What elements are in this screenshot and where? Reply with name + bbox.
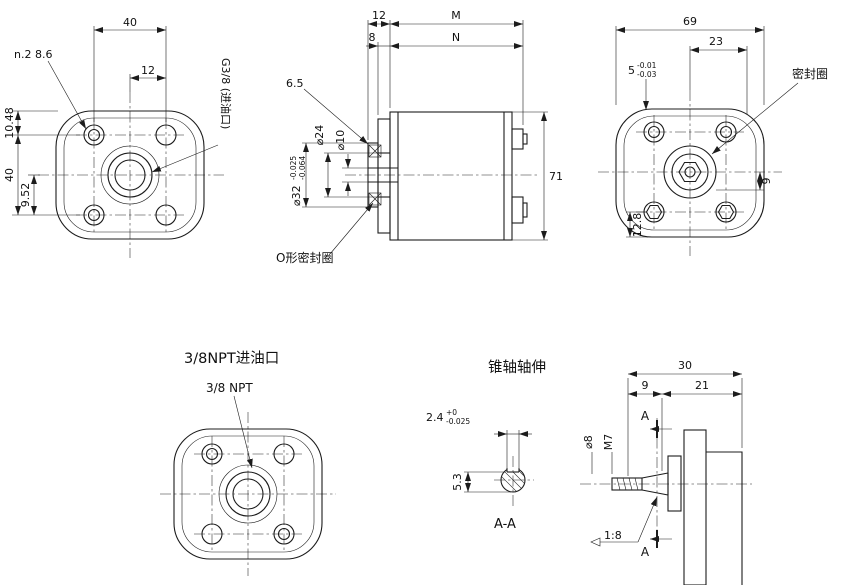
dim-6-5: 6.5 (286, 77, 304, 90)
seal-label: 密封圈 (792, 66, 828, 81)
dim-d32: ⌀32 (290, 185, 303, 206)
dim-5-tol-upper: -0.01 (637, 61, 657, 70)
hex-bolt-br (717, 204, 735, 220)
section-label: A-A (494, 517, 516, 532)
dim-9-52: 9.52 (19, 183, 32, 208)
front-plate (377, 118, 391, 234)
dim-d8: ⌀8 (582, 435, 595, 449)
dim-12-8: 12.8 (631, 213, 644, 238)
flange-outline (55, 110, 205, 240)
dim-9: 9 (642, 379, 649, 392)
rear-flange-outline (615, 108, 765, 238)
dim-5-3: 5.3 (451, 473, 464, 491)
dim-40-left: 40 (3, 168, 16, 182)
dim-5: 5 (628, 64, 635, 77)
rear-bore (663, 145, 717, 199)
mounting-plate (683, 429, 707, 585)
section-title: 锥轴轴伸 (488, 359, 546, 376)
dim-M: M (451, 9, 461, 22)
dim-m7: M7 (602, 434, 615, 451)
o-ring-seal (368, 144, 382, 206)
taper-ratio: 1:8 (604, 529, 622, 542)
dim-23: 23 (709, 35, 723, 48)
center-hex-plug (678, 161, 702, 183)
dim-d32-tol-upper: -0.025 (289, 156, 298, 180)
dim-d32-group: ⌀32 -0.025 -0.064 (289, 156, 307, 206)
dim-holes-label: n.2 8.6 (14, 48, 52, 61)
dim-12: 12 (141, 64, 155, 77)
section-arrow-a-top: A (641, 409, 650, 423)
side-section-view: 12 M 8 N 6.5 ⌀10 ⌀24 ⌀32 -0.025 -0.064 7… (276, 9, 563, 265)
bolt-hole-tr (155, 124, 177, 146)
taper-flag-icon (590, 537, 601, 547)
dim-9: 9 (760, 178, 773, 185)
dim-d32-tol-lower: -0.064 (298, 156, 307, 180)
npt-view-title: 3/8NPT进油口 (184, 350, 279, 367)
bolt-hole-br (155, 204, 177, 226)
dim-N: N (452, 31, 460, 44)
inlet-port-label: G3/8 (进油口) (219, 58, 233, 129)
dim-10-48: 10.48 (3, 107, 16, 139)
npt-port-label: 3/8 NPT (206, 381, 253, 395)
npt-flange-outline (173, 428, 323, 560)
dim-d24: ⌀24 (313, 125, 326, 146)
pump-body-edge (706, 451, 743, 585)
o-ring-label: O形密封圈 (276, 250, 333, 265)
npt-bore (225, 471, 271, 517)
rear-view: 69 23 5 -0.01 -0.03 密封圈 9 12.8 (598, 15, 828, 256)
shaft-hub (667, 455, 682, 512)
bolt-hole-tl (83, 124, 105, 146)
dim-8: 8 (369, 31, 376, 44)
dim-12: 12 (372, 9, 386, 22)
dim-d10: ⌀10 (334, 130, 347, 151)
dim-30: 30 (678, 359, 692, 372)
threaded-end (611, 477, 643, 491)
dim-5-tol-lower: -0.03 (637, 70, 657, 79)
dim-2-4-tol-upper: +0 (446, 408, 457, 417)
dim-2-4: 2.4 (426, 411, 444, 424)
pump-body (389, 111, 513, 241)
spigot (367, 142, 379, 208)
section-arrow-a-bottom: A (641, 545, 650, 559)
shaft-section-view: 锥轴轴伸 2.4 +0 -0.025 5.3 A-A (426, 359, 546, 532)
dim-2-4-tol-lower: -0.025 (446, 417, 470, 426)
tapered-shaft-view: 30 9 21 ⌀8 M7 A A 1:8 (580, 359, 752, 585)
dim-71: 71 (549, 170, 563, 183)
center-bore (107, 152, 153, 198)
dim-69: 69 (683, 15, 697, 28)
dim-21: 21 (695, 379, 709, 392)
hex-bolt-bl (645, 204, 663, 220)
dim-40-top: 40 (123, 16, 137, 29)
npt-flange-view: 3/8NPT进油口 3/8 NPT (160, 350, 336, 576)
front-flange-view: 40 12 n.2 8.6 10.48 40 9.52 G3/8 (进油口) (3, 16, 233, 258)
bolt-hole-bl (83, 204, 105, 226)
